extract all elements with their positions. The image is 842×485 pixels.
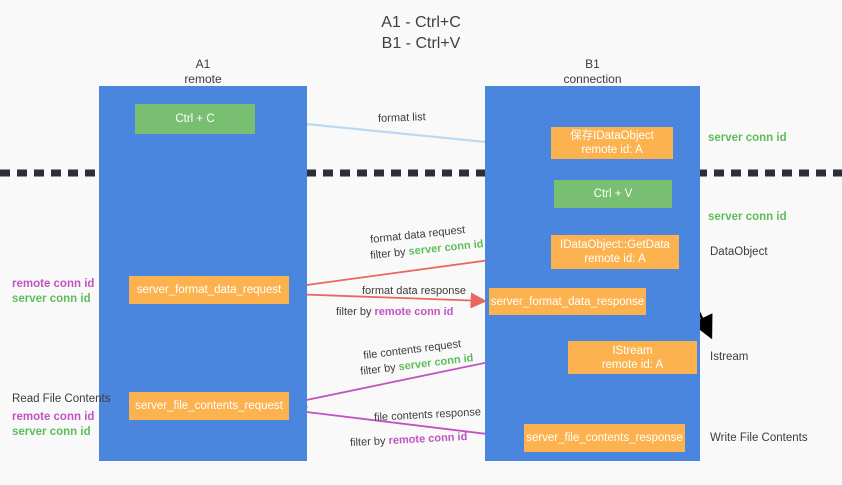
- side-label-server-conn-id-mid-text: server conn id: [708, 211, 787, 223]
- lane-a1-sub: remote: [184, 72, 222, 86]
- side-label-dataobject-text: DataObject: [710, 246, 768, 258]
- edge-label-format-data-response: format data response: [362, 284, 466, 298]
- edge-label-format-data-response-filter: filter by remote conn id: [336, 305, 453, 319]
- side-label-remote-conn-id-top: remote conn id: [12, 278, 95, 290]
- side-label-read-file-contents: Read File Contents: [12, 392, 110, 407]
- edge-label-format-data-response-text: format data response: [362, 285, 466, 297]
- lane-a1-name: A1: [195, 57, 211, 71]
- node-ctrl-v-label: Ctrl + V: [593, 188, 633, 200]
- edge-label-format-list: format list: [378, 110, 426, 126]
- node-server-format-data-response-label: server_format_data_response: [490, 295, 645, 308]
- side-label-dataobject: DataObject: [710, 245, 768, 260]
- filter-prefix: filter by: [349, 435, 389, 450]
- arrow-format-data-response: [289, 292, 487, 309]
- node-server-format-data-request[interactable]: server_format_data_request: [129, 276, 289, 304]
- side-label-conn-id-pair-top: remote conn id server conn id: [12, 277, 94, 307]
- side-label-write-file-contents: Write File Contents: [710, 431, 808, 446]
- node-getdata-line2: remote id: A: [584, 253, 646, 265]
- lane-header-a1: A1 remote: [99, 57, 307, 87]
- node-ctrl-c-label: Ctrl + C: [175, 113, 215, 125]
- node-ctrl-v[interactable]: Ctrl + V: [554, 180, 672, 208]
- node-getdata-line1: IDataObject::GetData: [560, 239, 670, 251]
- page-title: A1 - Ctrl+C B1 - Ctrl+V: [0, 12, 842, 54]
- node-ctrl-c[interactable]: Ctrl + C: [135, 104, 255, 134]
- arrow-file-contents-response: [289, 409, 522, 445]
- node-istream-line2: remote id: A: [601, 358, 664, 371]
- side-label-read-file-contents-text: Read File Contents: [12, 393, 111, 405]
- filter-value-remote-conn-id: remote conn id: [374, 306, 454, 318]
- node-server-file-contents-response[interactable]: server_file_contents_response: [524, 424, 685, 452]
- lane-b1-name: B1: [585, 57, 600, 71]
- node-save-idataobject-line2: remote id: A: [581, 144, 643, 156]
- side-label-server-conn-id-top: server conn id: [708, 131, 787, 146]
- side-label-istream: Istream: [710, 350, 748, 365]
- node-server-file-contents-request[interactable]: server_file_contents_request: [129, 392, 289, 420]
- node-server-format-data-request-label: server_format_data_request: [136, 284, 282, 296]
- node-server-file-contents-request-label: server_file_contents_request: [135, 400, 283, 412]
- side-label-server-conn-id-mid: server conn id: [708, 210, 787, 225]
- side-label-server-conn-id-left-top: server conn id: [12, 293, 91, 305]
- side-label-server-conn-id-left-bottom: server conn id: [12, 426, 91, 438]
- title-line-1: A1 - Ctrl+C: [381, 14, 461, 31]
- node-idataobject-getdata[interactable]: IDataObject::GetData remote id: A: [551, 235, 679, 269]
- side-label-server-conn-id-top-text: server conn id: [708, 132, 787, 144]
- node-server-format-data-response[interactable]: server_format_data_response: [489, 288, 646, 315]
- node-istream-line1: IStream: [612, 344, 653, 357]
- node-server-file-contents-response-label: server_file_contents_response: [526, 432, 683, 444]
- side-label-write-file-contents-text: Write File Contents: [710, 432, 808, 444]
- title-line-2: B1 - Ctrl+V: [381, 35, 461, 52]
- side-label-conn-id-pair-bottom: remote conn id server conn id: [12, 410, 94, 440]
- node-save-idataobject[interactable]: 保存IDataObject remote id: A: [551, 127, 673, 159]
- edge-label-format-list-text: format list: [377, 111, 426, 125]
- lane-b1-sub: connection: [563, 72, 622, 86]
- filter-prefix: filter by: [336, 306, 375, 318]
- side-label-istream-text: Istream: [710, 351, 749, 363]
- node-save-idataobject-line1: 保存IDataObject: [570, 130, 654, 142]
- node-istream[interactable]: IStream remote id: A: [568, 341, 697, 374]
- side-label-remote-conn-id-bottom: remote conn id: [12, 411, 95, 423]
- lane-header-b1: B1 connection: [485, 57, 700, 87]
